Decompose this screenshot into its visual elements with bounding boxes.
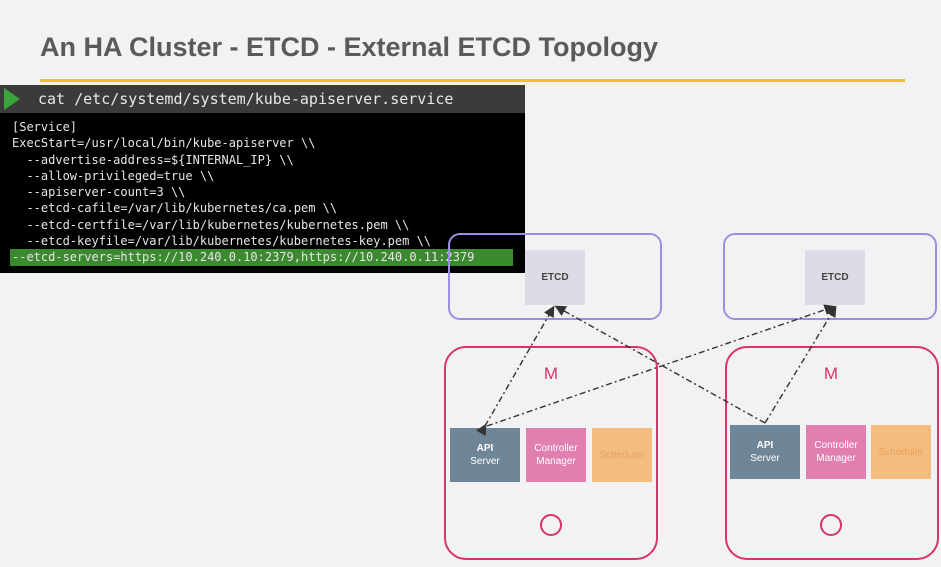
terminal-line: --etcd-keyfile=/var/lib/kubernetes/kuber… (12, 234, 432, 249)
etcd-node-left (448, 233, 662, 320)
terminal-command: cat /etc/systemd/system/kube-apiserver.s… (38, 90, 454, 108)
terminal-output: [Service] ExecStart=/usr/local/bin/kube-… (0, 113, 525, 273)
terminal-line: --apiserver-count=3 \\ (12, 185, 186, 200)
scheduler-right: Scheduler (871, 425, 931, 479)
api-label: Server (470, 456, 500, 467)
etcd-node-right (723, 233, 937, 320)
etcd-box-right: ETCD (805, 250, 865, 305)
master-label: M (823, 364, 839, 383)
terminal-line: [Service] (12, 120, 78, 134)
scheduler-left: Scheduler (592, 428, 652, 482)
home-button-circle-icon (540, 514, 562, 536)
api-label: API (476, 443, 494, 454)
title-underline (40, 79, 905, 82)
arrow-api-right-to-etcd-right (764, 305, 837, 424)
api-server-right: API Server (730, 425, 800, 479)
master-node-right (725, 346, 939, 560)
terminal-line: --etcd-certfile=/var/lib/kubernetes/kube… (12, 217, 410, 232)
home-button-circle-icon (820, 514, 842, 536)
arrow-api-left-to-etcd-left (475, 305, 555, 437)
ctl-label: Controller (534, 443, 578, 454)
ctl-label: Controller (814, 440, 858, 451)
terminal-header: cat /etc/systemd/system/kube-apiserver.s… (0, 85, 525, 113)
terminal-line: --allow-privileged=true \\ (12, 168, 215, 183)
terminal-line: ExecStart=/usr/local/bin/kube-apiserver … (12, 136, 316, 151)
arrow-api-right-to-etcd-left (554, 305, 766, 424)
play-icon (4, 88, 20, 110)
api-label: API (756, 440, 774, 451)
arrow-api-left-to-etcd-right (486, 304, 836, 427)
ctl-label: Manager (536, 456, 576, 467)
terminal-line: --advertise-address=${INTERNAL_IP} \\ (12, 152, 294, 167)
highlighted-etcd-servers-line: --etcd-servers=https://10.240.0.10:2379,… (10, 249, 513, 266)
etcd-box-left: ETCD (525, 250, 585, 305)
ctl-label: Manager (816, 453, 856, 464)
api-label: Server (750, 453, 780, 464)
slide-title: An HA Cluster - ETCD - External ETCD Top… (40, 32, 659, 62)
terminal-line: --etcd-cafile=/var/lib/kubernetes/ca.pem… (12, 201, 338, 216)
api-server-left: API Server (450, 428, 520, 482)
